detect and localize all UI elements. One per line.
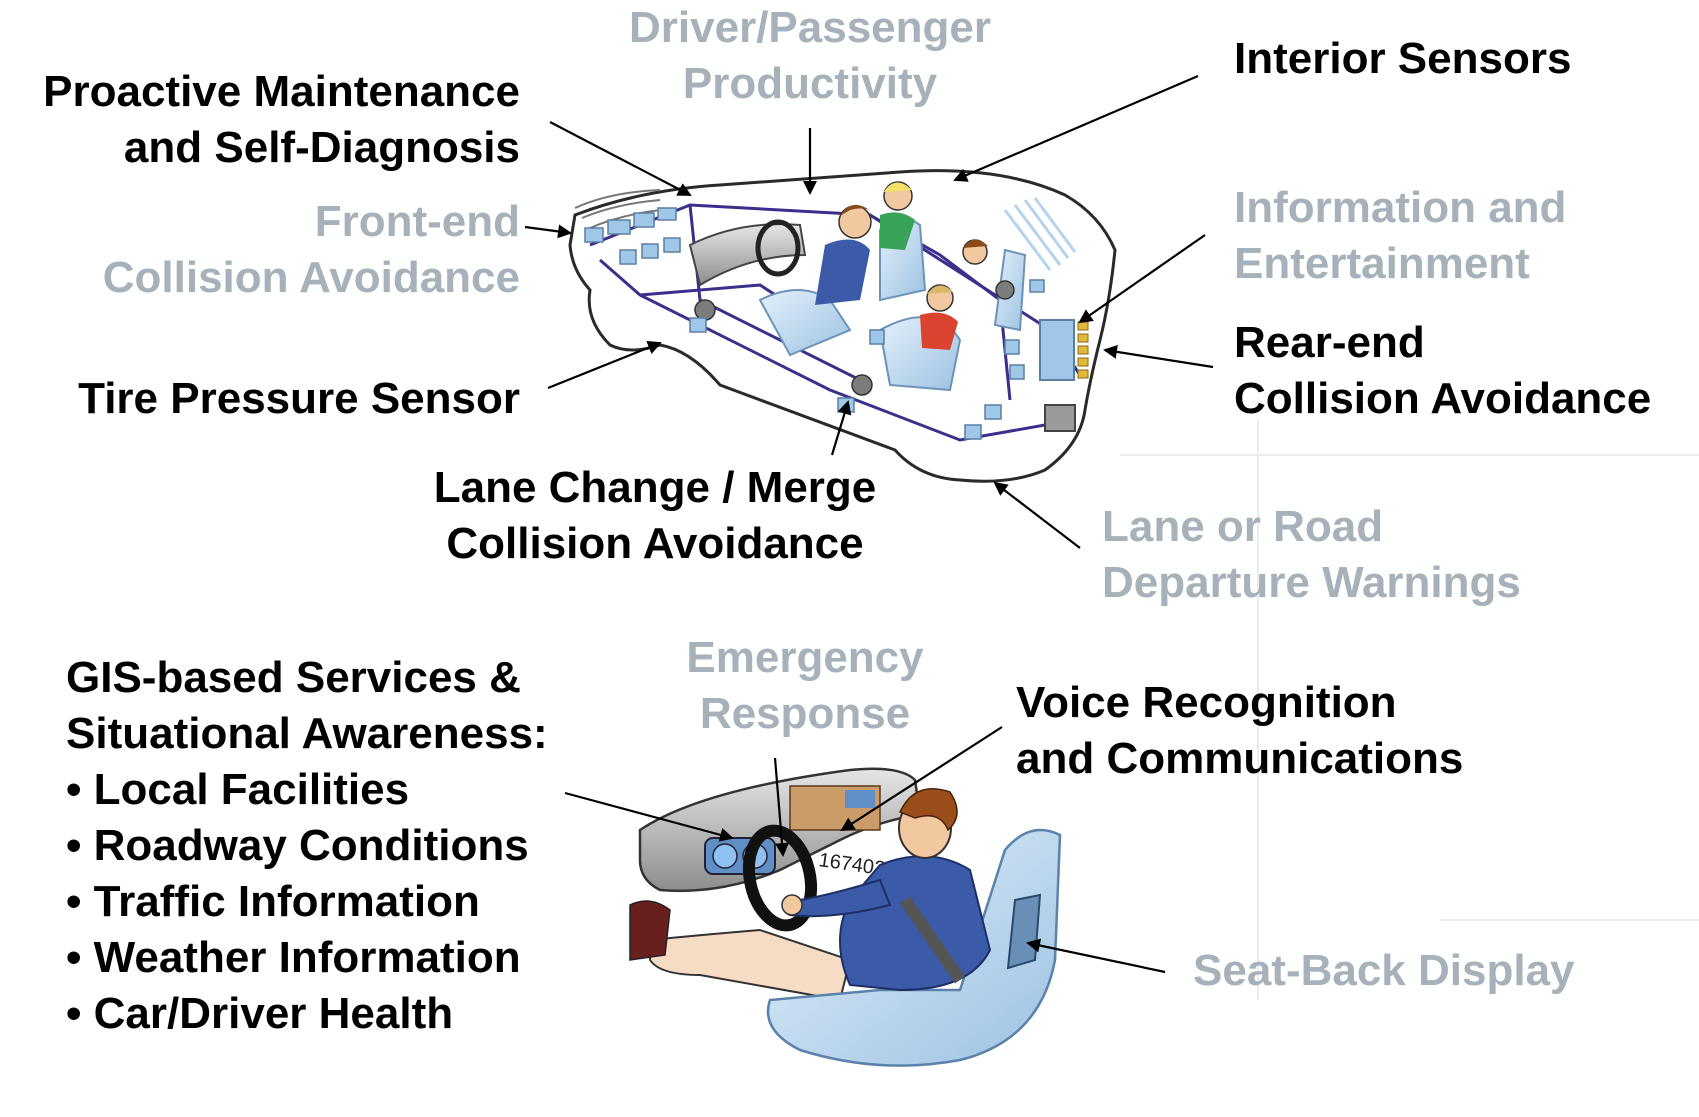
driver-closeup-hair <box>898 788 958 832</box>
label-line: Response <box>699 689 911 738</box>
label-line: Driver/Passenger <box>629 3 991 52</box>
label-gis: GIS-based Services & Situational Awarene… <box>66 650 548 1042</box>
arrow-lane-departure <box>993 481 1081 549</box>
driver-legs <box>649 928 852 1002</box>
background-lines <box>1120 420 1699 1000</box>
arrow-front-end <box>524 224 572 239</box>
label-line: GIS-based Services & <box>66 653 521 702</box>
label-line: Tire Pressure Sensor <box>78 374 520 423</box>
seat <box>766 828 1062 1067</box>
arrow-rear-end <box>1103 344 1214 369</box>
label-emergency: Emergency Response <box>660 630 950 742</box>
label-line: Situational Awareness: <box>66 709 548 758</box>
label-interior-sensors: Interior Sensors <box>1234 31 1571 87</box>
rear-passenger-1-hair <box>963 239 988 248</box>
label-line: Voice Recognition <box>1016 678 1397 727</box>
arrow-tire-pressure <box>547 340 662 390</box>
front-modules <box>584 207 681 265</box>
car-illustration <box>568 169 1117 483</box>
driver-hand <box>781 894 803 916</box>
seatbelt <box>900 896 965 984</box>
label-lane-departure: Lane or Road Departure Warnings <box>1102 499 1521 611</box>
trunk-computer <box>1039 319 1075 381</box>
label-line: Proactive Maintenance <box>43 67 520 116</box>
arrow-emergency <box>773 757 789 857</box>
label-rear-end: Rear-end Collision Avoidance <box>1234 315 1651 427</box>
label-line: Collision Avoidance <box>1234 374 1652 423</box>
label-line: Rear-end <box>1234 318 1425 367</box>
label-line: • Traffic Information <box>66 877 480 926</box>
trunk-stack <box>1077 321 1089 379</box>
label-line: Lane or Road <box>1102 502 1384 551</box>
label-line: • Car/Driver Health <box>66 989 454 1038</box>
steering-wheel <box>743 824 817 932</box>
label-line: Departure Warnings <box>1102 558 1521 607</box>
label-seat-back: Seat-Back Display <box>1193 943 1575 999</box>
label-driver-productivity: Driver/Passenger Productivity <box>600 0 1020 112</box>
label-line: Emergency <box>686 633 924 682</box>
driver-hair <box>840 204 872 216</box>
label-line: and Self-Diagnosis <box>123 123 520 172</box>
arrow-info-entertainment <box>1078 234 1206 324</box>
label-line: Collision Avoidance <box>102 253 520 302</box>
label-lane-change: Lane Change / Merge Collision Avoidance <box>410 460 900 572</box>
callout-arrows <box>524 74 1214 974</box>
arrow-lane-change <box>830 400 852 456</box>
label-voice: Voice Recognition and Communications <box>1016 675 1463 787</box>
label-line: • Roadway Conditions <box>66 821 529 870</box>
car-steering-wheel <box>755 219 801 277</box>
passenger-body <box>880 212 915 250</box>
console-screen <box>845 790 875 808</box>
arrow-seat-back <box>1026 938 1166 974</box>
wind-lines <box>574 189 661 229</box>
driver-body <box>815 239 870 305</box>
arrow-gis <box>564 791 734 842</box>
speakers <box>694 280 1015 396</box>
driver-illustration: 167402 <box>629 767 1062 1067</box>
trunk-camera <box>1044 404 1076 432</box>
label-proactive-maintenance: Proactive Maintenance and Self-Diagnosis <box>0 64 520 176</box>
car-dashboard <box>688 223 807 287</box>
arrow-interior-sensors <box>953 74 1199 182</box>
label-tire-pressure: Tire Pressure Sensor <box>0 371 520 427</box>
label-front-end: Front-end Collision Avoidance <box>0 194 520 306</box>
label-info-entertainment: Information and Entertainment <box>1234 180 1566 292</box>
rear-passenger-2-body <box>920 312 958 350</box>
label-line: Lane Change / Merge <box>433 463 877 512</box>
label-line: Seat-Back Display <box>1193 946 1575 995</box>
rear-passenger-2-hair <box>927 285 953 294</box>
driver-shoes <box>629 900 671 961</box>
label-line: Collision Avoidance <box>446 519 864 568</box>
label-line: Interior Sensors <box>1234 34 1572 83</box>
label-line: Entertainment <box>1234 239 1530 288</box>
label-line: Productivity <box>682 59 938 108</box>
gauge-left <box>712 843 738 869</box>
label-line: • Local Facilities <box>66 765 410 814</box>
rear-window <box>1003 197 1077 271</box>
passenger-hair <box>884 182 912 192</box>
arrow-voice <box>840 726 1003 832</box>
label-line: • Weather Information <box>66 933 521 982</box>
label-line: Front-end <box>314 197 520 246</box>
label-line: Information and <box>1234 183 1567 232</box>
front-seat-driver <box>758 289 852 357</box>
label-line: and Communications <box>1016 734 1464 783</box>
arrow-proactive-maintenance <box>549 121 692 196</box>
